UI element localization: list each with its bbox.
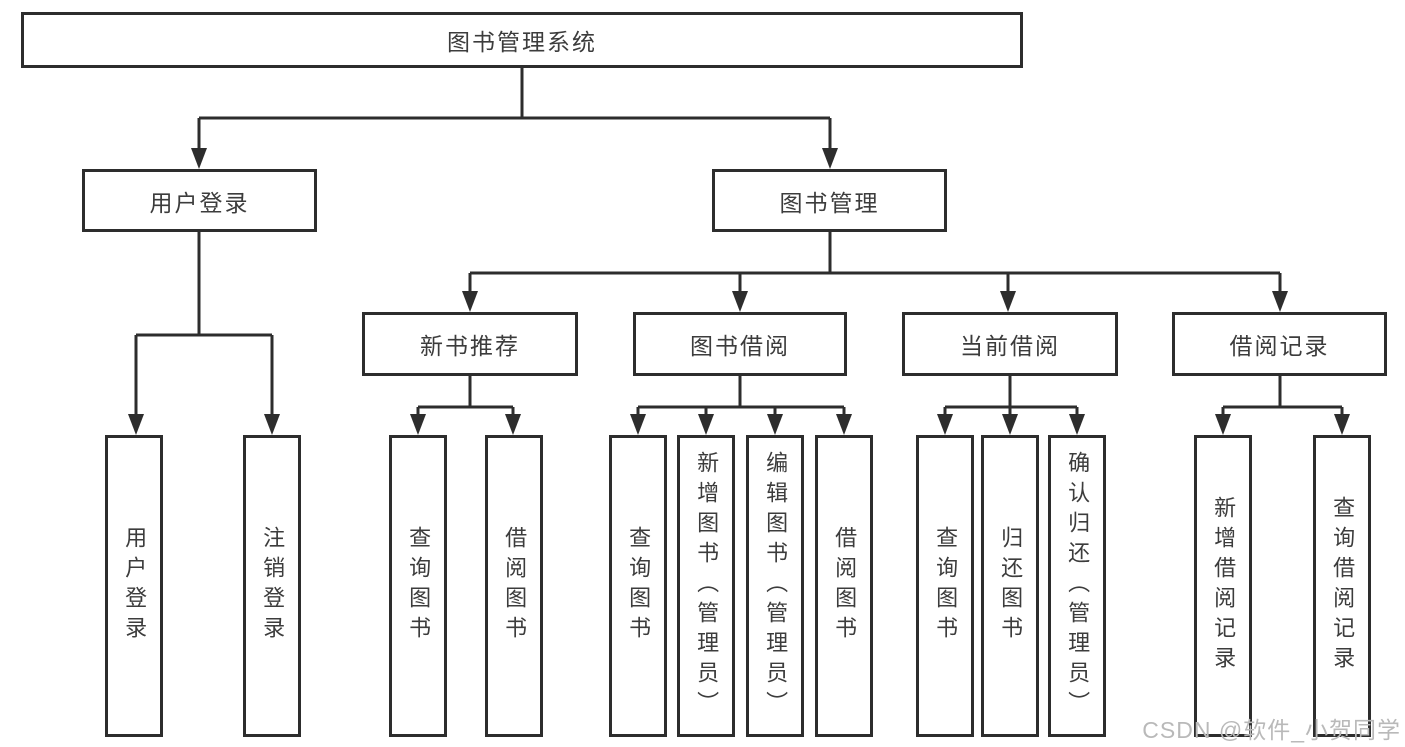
arrowhead xyxy=(1002,414,1018,435)
arrowhead xyxy=(732,291,748,312)
leaf-borrow-books: 借阅图书 xyxy=(815,435,873,737)
watermark-text: CSDN @软件_小贺同学 xyxy=(1142,717,1401,743)
leaf-user-login: 用户登录 xyxy=(105,435,163,737)
arrowhead xyxy=(698,414,714,435)
arrowhead xyxy=(462,291,478,312)
arrowhead xyxy=(128,414,144,435)
node-user-login: 用户登录 xyxy=(82,169,317,232)
arrowhead xyxy=(1334,414,1350,435)
arrowhead xyxy=(767,414,783,435)
leaf-borrow-books-recommend: 借阅图书 xyxy=(485,435,543,737)
connector-book-borrowing xyxy=(636,376,846,417)
node-current-borrowing: 当前借阅 xyxy=(902,312,1118,376)
arrowhead xyxy=(410,414,426,435)
node-book-borrowing: 图书借阅 xyxy=(633,312,847,376)
arrowhead xyxy=(1215,414,1231,435)
leaf-logout: 注销登录 xyxy=(243,435,301,737)
arrowhead xyxy=(836,414,852,435)
arrowhead xyxy=(264,414,280,435)
arrowhead xyxy=(1069,414,1085,435)
connector-borrowing-records xyxy=(1221,376,1344,417)
node-new-book-recommendation: 新书推荐 xyxy=(362,312,578,376)
node-book-management: 图书管理 xyxy=(712,169,947,232)
leaf-add-book-admin: 新增图书（管理员） xyxy=(677,435,735,737)
leaf-query-books-recommend: 查询图书 xyxy=(389,435,447,737)
leaf-query-books-current: 查询图书 xyxy=(916,435,974,737)
leaf-edit-book-admin: 编辑图书（管理员） xyxy=(746,435,804,737)
leaf-return-book: 归还图书 xyxy=(981,435,1039,737)
leaf-query-books-borrowing: 查询图书 xyxy=(609,435,667,737)
arrowhead xyxy=(1272,291,1288,312)
connector-root xyxy=(197,68,832,150)
arrowhead xyxy=(191,148,207,169)
node-borrowing-records: 借阅记录 xyxy=(1172,312,1387,376)
node-library-management-system: 图书管理系统 xyxy=(21,12,1023,68)
arrowhead xyxy=(822,148,838,169)
arrowhead xyxy=(1000,291,1016,312)
arrowhead xyxy=(937,414,953,435)
connector-new-book xyxy=(416,376,515,417)
connector-user-login xyxy=(134,232,274,417)
arrowhead xyxy=(505,414,521,435)
leaf-query-borrow-record: 查询借阅记录 xyxy=(1313,435,1371,737)
leaf-add-borrow-record: 新增借阅记录 xyxy=(1194,435,1252,737)
connector-current-borrowing xyxy=(943,376,1079,417)
connector-book-management xyxy=(468,232,1282,293)
leaf-confirm-return-admin: 确认归还（管理员） xyxy=(1048,435,1106,737)
arrowhead xyxy=(630,414,646,435)
